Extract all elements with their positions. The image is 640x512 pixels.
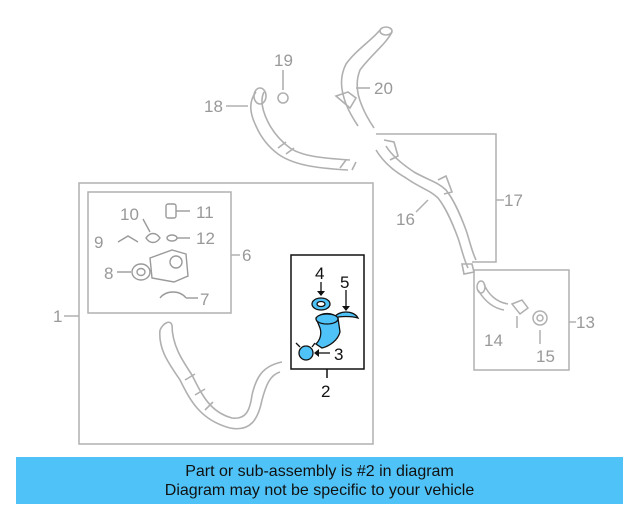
- callout-4: 4: [315, 264, 324, 283]
- upper-coolant-hoses: [249, 26, 393, 171]
- callout-16: 16: [396, 210, 415, 229]
- info-banner: Part or sub-assembly is #2 in diagram Di…: [16, 457, 623, 504]
- callout-13: 13: [576, 313, 595, 332]
- callout-19: 19: [274, 51, 293, 70]
- leader-17: [376, 133, 497, 263]
- coolant-hose-lower: [159, 321, 283, 430]
- callout-7: 7: [200, 290, 209, 309]
- callout-17: 17: [504, 191, 523, 210]
- bypass-hose-parts: [476, 280, 548, 344]
- callout-15: 15: [536, 347, 555, 366]
- callout-2: 2: [321, 382, 330, 401]
- callout-5: 5: [340, 273, 349, 292]
- thermostat-housing-parts: [117, 203, 198, 299]
- callout-14: 14: [484, 331, 503, 350]
- callout-8: 8: [104, 264, 113, 283]
- assembly-box-6: [87, 191, 232, 314]
- callout-10: 10: [120, 205, 139, 224]
- highlighted-part-2: [295, 282, 360, 361]
- callout-11: 11: [196, 203, 214, 222]
- callout-12: 12: [196, 229, 215, 248]
- banner-line-1: Part or sub-assembly is #2 in diagram: [185, 462, 454, 480]
- coolant-pipe-16: [375, 139, 477, 275]
- assembly-box-13: [473, 269, 570, 371]
- banner-line-2: Diagram may not be specific to your vehi…: [164, 481, 475, 499]
- callout-18: 18: [204, 97, 223, 116]
- callout-20: 20: [374, 79, 393, 98]
- callout-9: 9: [94, 233, 103, 252]
- callout-1: 1: [53, 307, 62, 326]
- assembly-box-1: [78, 182, 374, 445]
- callout-3: 3: [334, 345, 343, 364]
- parts-diagram: 1 6 2 13 10 11: [53, 26, 595, 445]
- callout-6: 6: [242, 246, 251, 265]
